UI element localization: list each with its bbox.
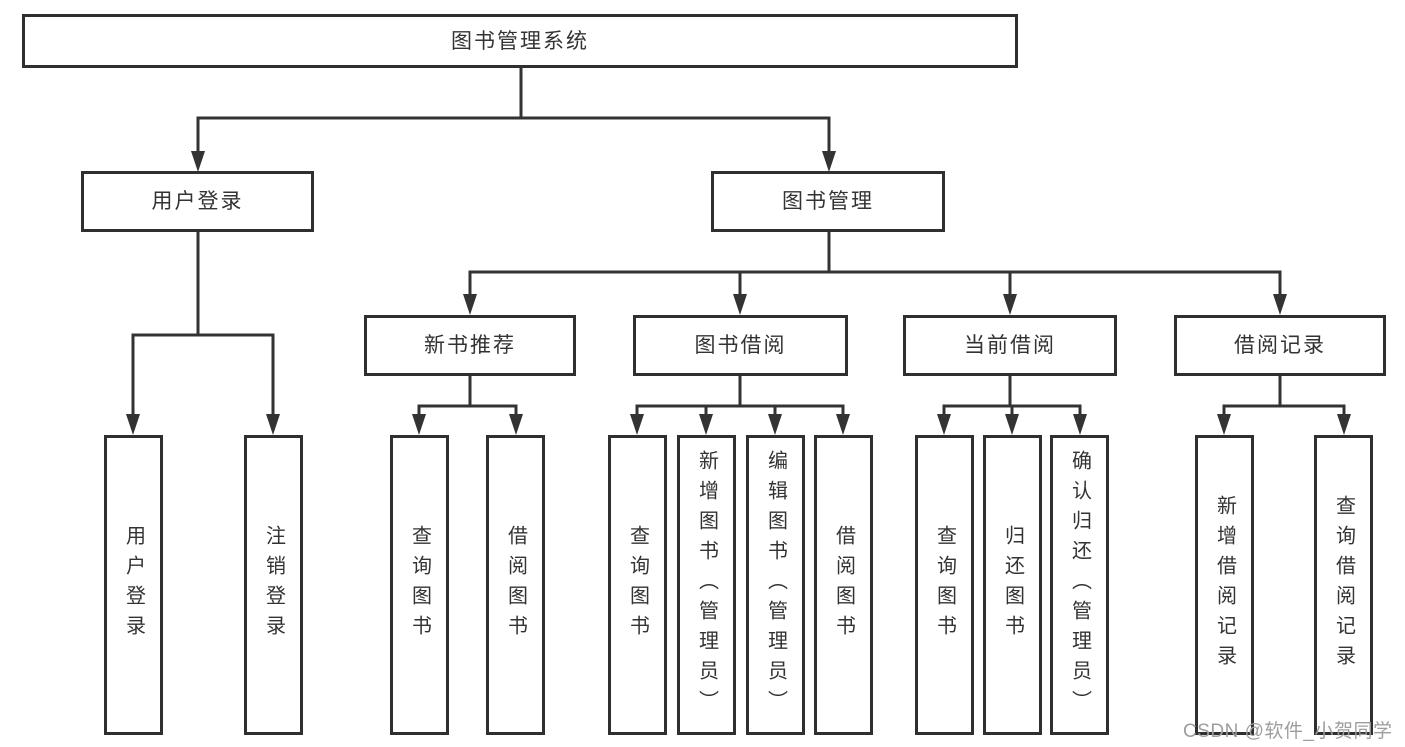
arrowhead-icon [126,414,140,435]
leaf-records-add-record: 新增借阅记录 [1195,435,1254,735]
leaf-current-return-books: 归还图书 [983,435,1042,735]
arrowhead-icon [733,294,747,315]
leaf-recommend-borrow-books: 借阅图书 [486,435,545,735]
node-borrowing-records: 借阅记录 [1174,315,1386,376]
arrowhead-icon [1273,294,1287,315]
leaf-borrowing-query-books: 查询图书 [608,435,667,735]
arrowhead-icon [266,414,280,435]
leaf-borrowing-add-books-admin: 新增图书（管理员） [677,435,736,735]
arrowhead-icon [1073,414,1087,435]
leaf-current-query-books: 查询图书 [915,435,974,735]
arrowhead-icon [412,414,426,435]
arrowhead-icon [699,414,713,435]
node-book-borrowing: 图书借阅 [633,315,848,376]
arrowhead-icon [1005,414,1019,435]
leaf-recommend-query-books: 查询图书 [390,435,449,735]
node-current-borrowing: 当前借阅 [903,315,1117,376]
arrowhead-icon [1217,414,1231,435]
csdn-watermark: CSDN @软件_小贺同学 [1183,721,1393,742]
node-new-book-recommend: 新书推荐 [364,315,576,376]
node-user-login: 用户登录 [81,171,314,232]
leaf-borrowing-edit-books-admin: 编辑图书（管理员） [746,435,805,735]
leaf-records-query-record: 查询借阅记录 [1314,435,1373,735]
node-book-management: 图书管理 [711,171,945,232]
arrowhead-icon [463,294,477,315]
arrowhead-icon [937,414,951,435]
arrowhead-icon [191,151,205,172]
leaf-borrowing-borrow-books: 借阅图书 [814,435,873,735]
arrowhead-icon [768,414,782,435]
arrowhead-icon [822,151,836,172]
leaf-logout: 注销登录 [244,435,303,735]
leaf-user-login: 用户登录 [104,435,163,735]
node-library-management-system: 图书管理系统 [22,14,1018,68]
leaf-current-confirm-return-admin: 确认归还（管理员） [1050,435,1109,735]
arrowhead-icon [630,414,644,435]
arrowhead-icon [836,414,850,435]
arrowhead-icon [1003,294,1017,315]
arrowhead-icon [509,414,523,435]
arrowheads [126,151,1351,435]
tree-edges [131,66,1346,420]
arrowhead-icon [1337,414,1351,435]
